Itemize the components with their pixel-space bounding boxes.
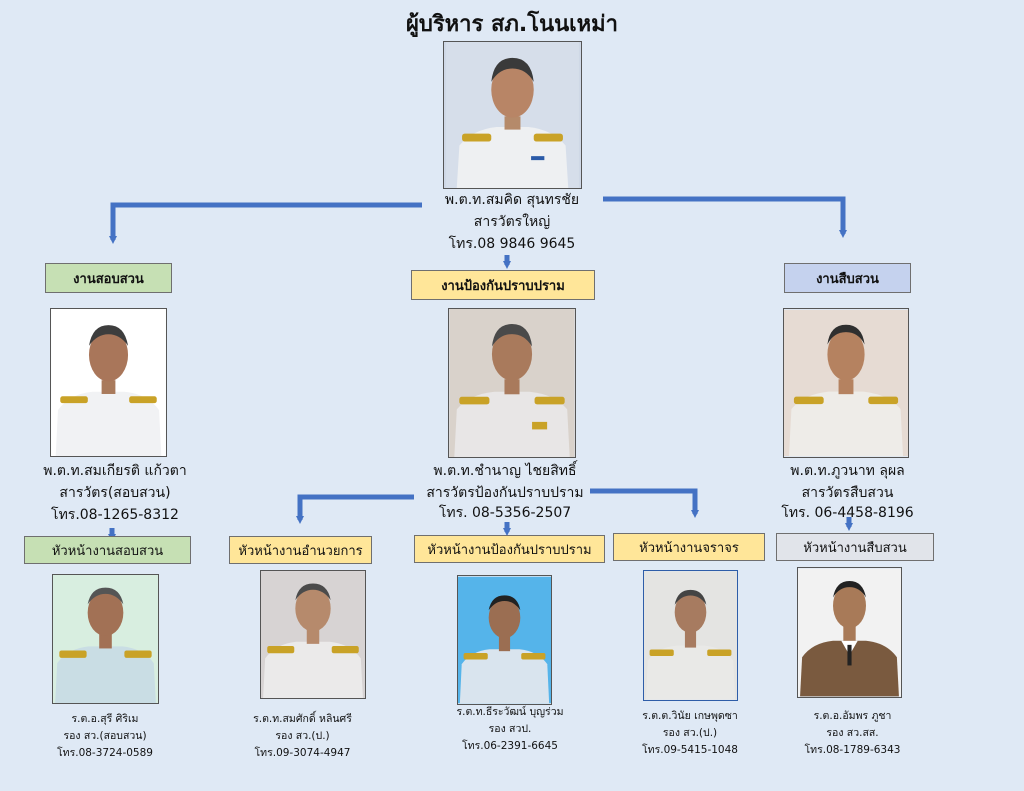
unit-traffic-phone: โทร.09-5415-1048 [642,744,738,756]
unit-investigation-position: รอง สว.(สอบสวน) [63,730,147,742]
unit-prevention-name: ร.ต.ท.ธีระวัฒน์ บุญร่วม [456,706,564,718]
unit-prevention-label: หัวหน้างานป้องกันปราบปราม [414,535,605,563]
unit-investigation-label: หัวหน้างานสอบสวน [24,536,191,564]
unit-traffic-name: ร.ต.ต.วินัย เกษพุดซา [642,710,738,722]
page-title: ผู้บริหาร สภ.โนนเหม่า [405,12,619,37]
officer-portrait-icon [261,571,365,698]
officer-portrait-icon [458,576,551,704]
unit-admin-name: ร.ต.ท.สมศักดิ์ หลินศรี [253,713,352,725]
officer-portrait-icon [53,575,158,703]
inspector-investigation-position: สารวัตร(สอบสวน) [59,485,171,501]
unit-traffic-photo [643,570,738,701]
dept-detective-label: งานสืบสวน [784,263,911,293]
officer-portrait-icon [784,309,908,457]
unit-prevention-phone: โทร.06-2391-6645 [462,740,558,752]
chief-phone: โทร.08 9846 9645 [448,236,576,252]
dept-prevention-label: งานป้องกันปราบปราม [411,270,595,300]
unit-investigation-name: ร.ต.อ.สุรี ศิริเม [71,713,139,725]
connector-chief-detective [603,196,847,238]
officer-portrait-icon [51,309,166,456]
officer-portrait-icon [644,571,737,700]
inspector-prevention-phone: โทร. 08-5356-2507 [438,505,572,521]
connector-chief-investigation [109,202,422,244]
unit-prevention-position: รอง สวป. [488,723,532,735]
unit-admin-label: หัวหน้างานอำนวยการ [229,536,372,564]
inspector-investigation-name: พ.ต.ท.สมเกียรติ แก้วตา [43,463,187,479]
officer-portrait-icon [798,568,901,697]
inspector-investigation-phone: โทร.08-1265-8312 [51,507,179,523]
inspector-prevention-photo [448,308,576,458]
unit-detective-photo [797,567,902,698]
inspector-detective-photo [783,308,909,458]
connector-prev-traffic [590,488,699,518]
unit-admin-photo [260,570,366,699]
officer-portrait-icon [446,42,579,188]
unit-detective-phone: โทร.08-1789-6343 [804,744,901,756]
dept-investigation-label: งานสอบสวน [45,263,172,293]
unit-traffic-label: หัวหน้างานจราจร [613,533,765,561]
inspector-detective-phone: โทร. 06-4458-8196 [781,505,914,521]
chief-name: พ.ต.ท.สมคิด สุนทรชัย [444,192,580,208]
unit-traffic-position: รอง สว.(ป.) [662,727,718,739]
unit-prevention-photo [457,575,552,705]
inspector-prevention-position: สารวัตรป้องกันปราบปราม [426,485,584,501]
unit-investigation-phone: โทร.08-3724-0589 [57,747,153,759]
officer-portrait-icon [449,309,575,457]
inspector-detective-name: พ.ต.ท.ภูวนาท ลุผล [790,463,905,479]
unit-investigation-photo [52,574,159,704]
connector-prev-admin [296,494,414,524]
unit-detective-position: รอง สว.สส. [826,727,879,739]
chief-photo [443,41,582,189]
chief-position: สารวัตรใหญ่ [473,214,551,230]
inspector-detective-position: สารวัตรสืบสวน [801,485,894,501]
unit-detective-label: หัวหน้างานสืบสวน [776,533,934,561]
inspector-investigation-photo [50,308,167,457]
unit-admin-position: รอง สว.(ป.) [275,730,330,742]
unit-detective-name: ร.ต.อ.อัมพร ภูชา [813,710,892,722]
inspector-prevention-name: พ.ต.ท.ชำนาญ ไชยสิทธิ์ [433,463,577,479]
unit-admin-phone: โทร.09-3074-4947 [254,747,351,759]
